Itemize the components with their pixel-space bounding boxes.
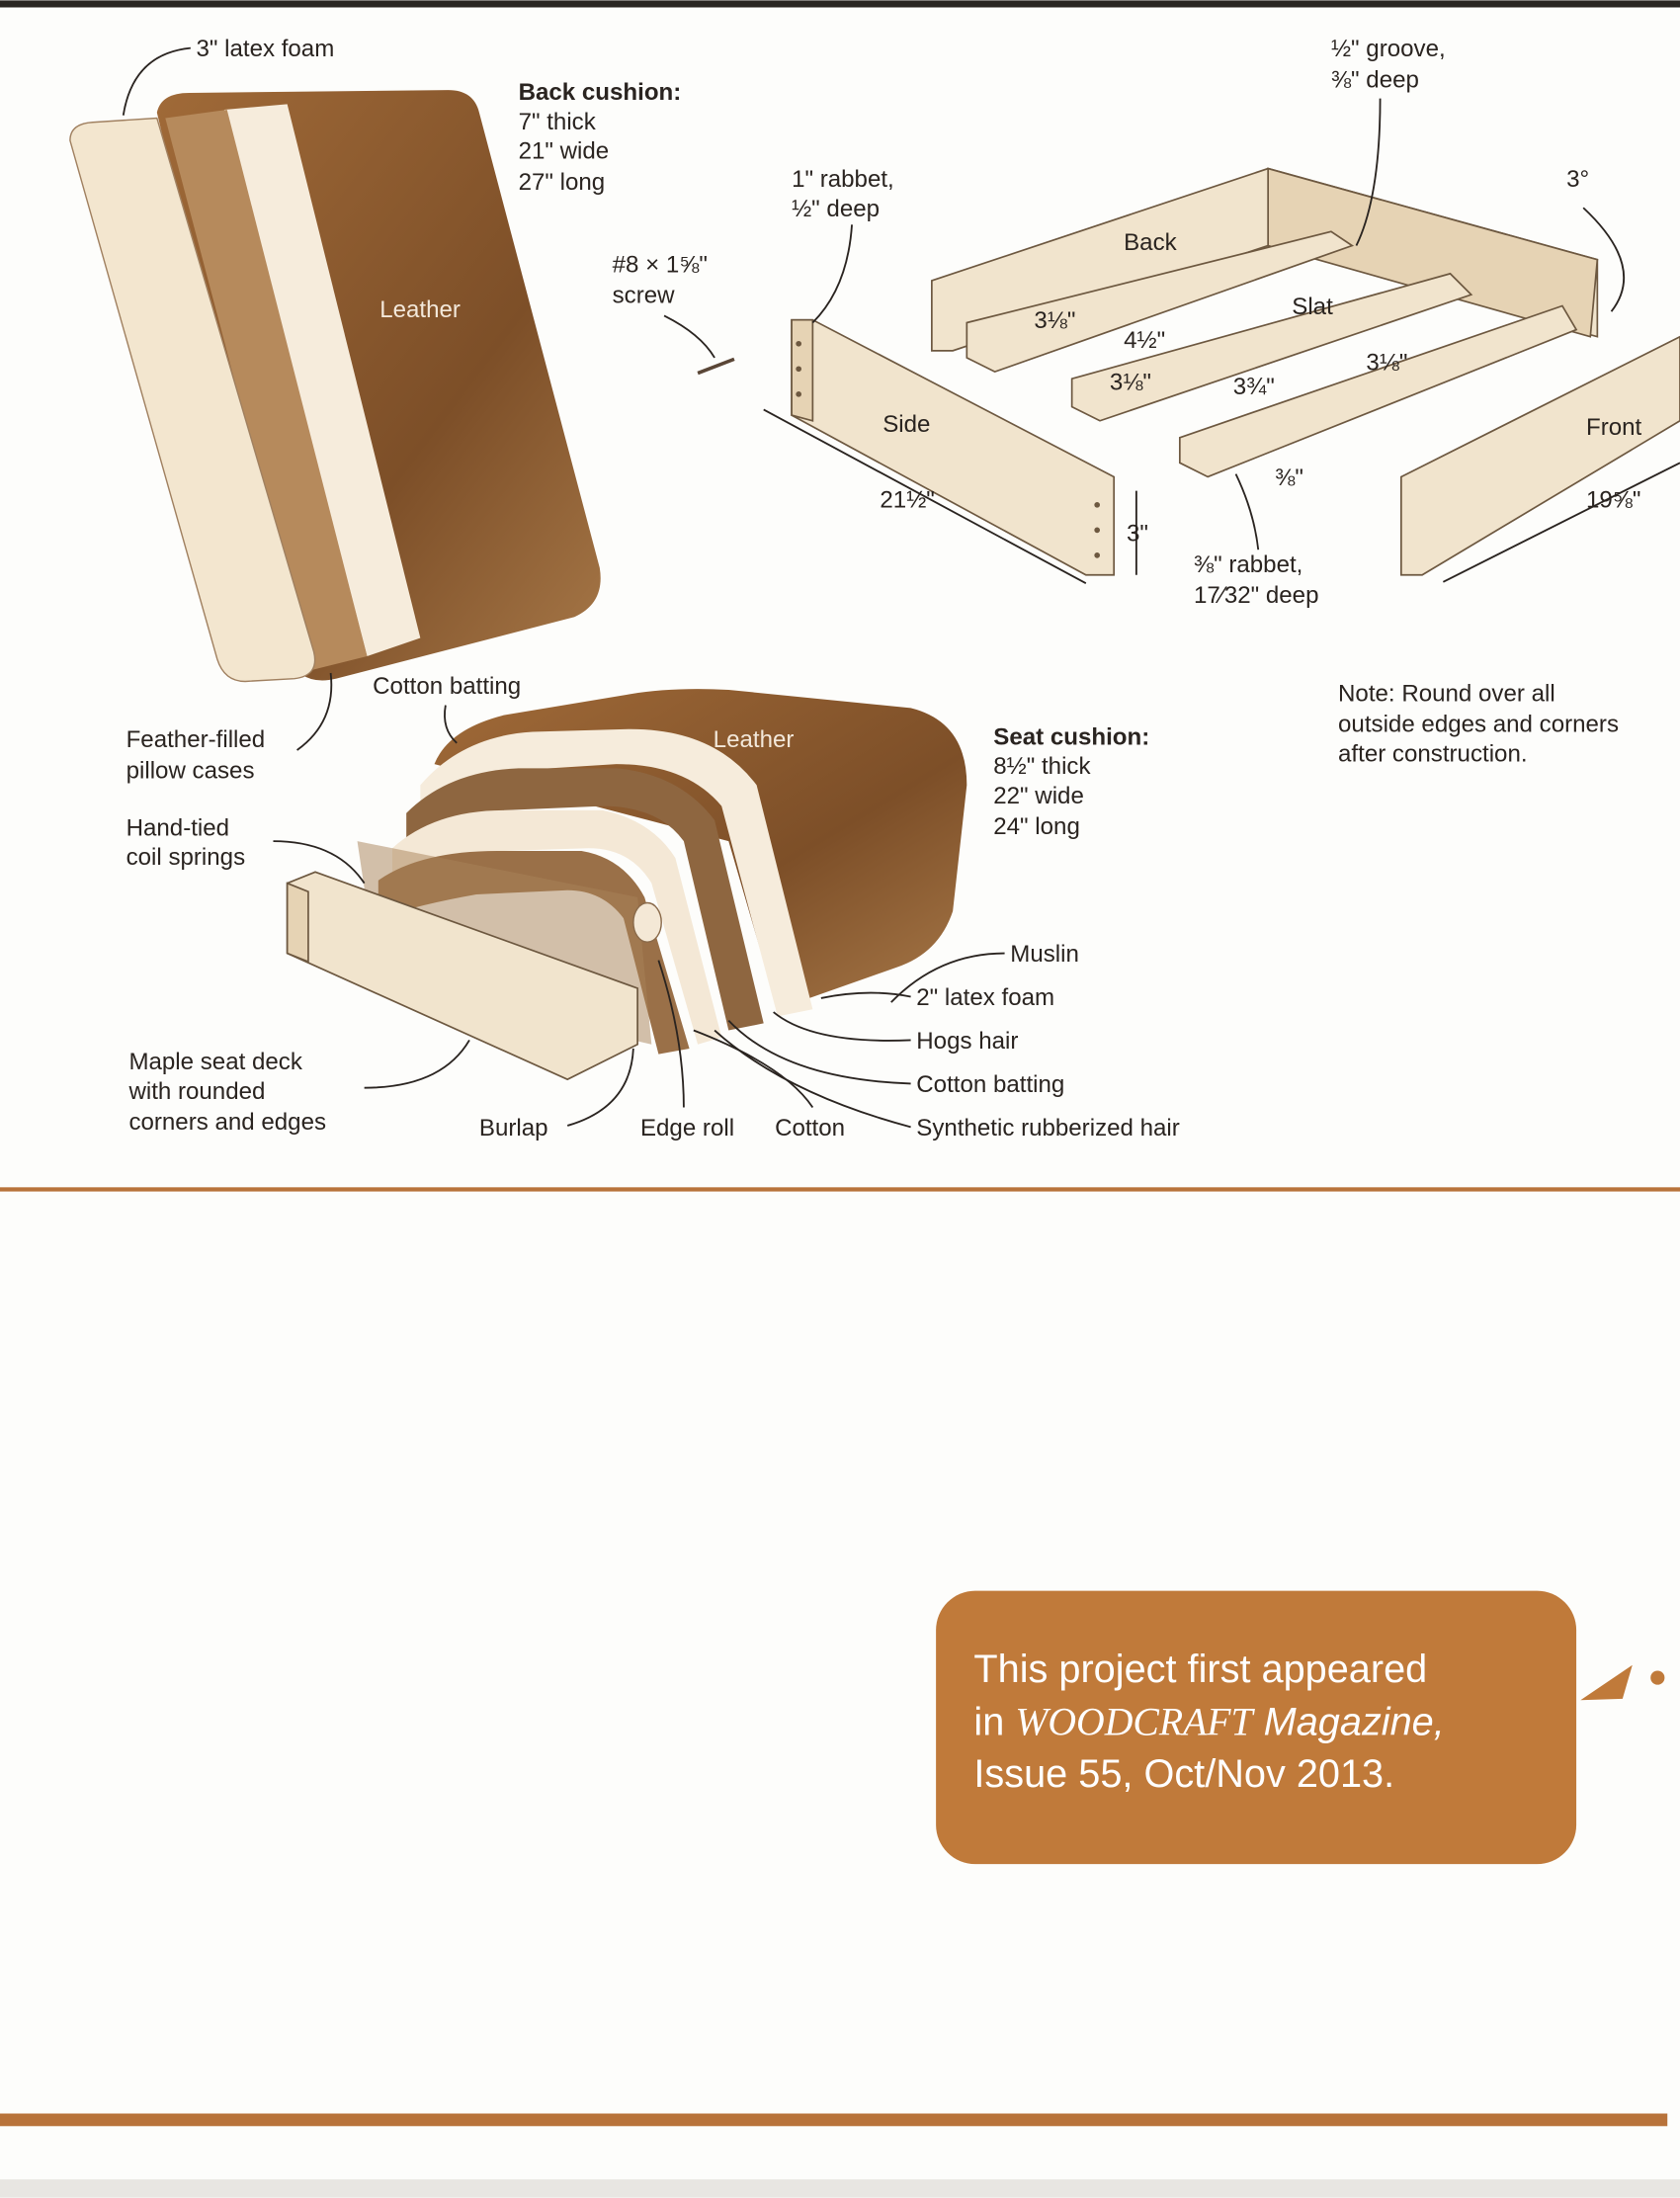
slat-rabbet-width: ⅜" (1275, 465, 1303, 491)
screw-icon (697, 357, 735, 376)
cotton-batting-top-label: Cotton batting (373, 673, 521, 700)
seat-cushion-title: Seat cushion: (993, 723, 1149, 750)
feather-label: pillow cases (126, 757, 255, 784)
slat-spacing: 3⅛" (1034, 307, 1075, 334)
back-cushion-spec: 27" long (519, 169, 606, 196)
bullet-dot-icon (1650, 1670, 1665, 1685)
back-cushion-spec: 7" thick (519, 109, 597, 135)
leader-arrow (714, 1029, 911, 1129)
leader-arrow (727, 1019, 911, 1085)
deck-label: corners and edges (128, 1109, 326, 1136)
back-cushion-spec: 21" wide (519, 138, 610, 165)
scan-top-edge (0, 0, 1680, 8)
callout-line: Issue 55, Oct/Nov 2013. (973, 1752, 1394, 1796)
layer-label: Hogs hair (916, 1028, 1018, 1055)
leader-arrow (773, 1011, 911, 1042)
springs-label: coil springs (126, 844, 246, 871)
slat-spacing: 3⅛" (1366, 350, 1407, 377)
leader-arrow (444, 705, 458, 744)
slat-spacing: 4½" (1124, 327, 1165, 354)
note-text: after construction. (1338, 740, 1528, 767)
leader-arrow (122, 46, 191, 116)
note-text: Note: Round over all (1338, 680, 1555, 707)
callout-text: Magazine, (1253, 1701, 1445, 1744)
seat-cushion-spec: 22" wide (993, 783, 1084, 809)
leader-arrow (1355, 98, 1382, 246)
back-leather-label: Leather (379, 296, 461, 323)
leader-arrow (820, 991, 911, 999)
back-board-label: Back (1124, 229, 1178, 256)
leader-arrow (693, 1029, 814, 1109)
leader-arrow (273, 840, 366, 885)
front-length-dim: 19⅝" (1586, 487, 1640, 514)
leader-arrow (364, 1039, 470, 1089)
seat-leather-label: Leather (714, 726, 795, 753)
layer-label: 2" latex foam (916, 984, 1054, 1011)
layer-label: Cotton (775, 1115, 845, 1141)
deck-label: Maple seat deck (128, 1049, 302, 1075)
callout-box (936, 1590, 1577, 1865)
seat-cushion-spec: 24" long (993, 813, 1080, 840)
scan-bottom-edge (0, 2179, 1680, 2198)
footer-bar (0, 2113, 1668, 2127)
callout-text: in (973, 1701, 1015, 1744)
layer-label: Burlap (479, 1115, 548, 1141)
front-board-label: Front (1586, 414, 1642, 441)
rabbet-label: 1" rabbet, (792, 166, 894, 193)
slat-label: Slat (1292, 294, 1333, 320)
back-cushion-illustration (69, 90, 601, 683)
side-length-dim: 21½" (880, 487, 934, 514)
leader-arrow (1582, 207, 1626, 312)
leader-arrow (296, 672, 333, 751)
magazine-brand: WOODCRAFT (1015, 1701, 1255, 1744)
slat-spacing: 3⅛" (1110, 370, 1151, 396)
rabbet-label: ½" deep (792, 196, 880, 222)
leader-arrow (657, 960, 685, 1108)
groove-label: ⅜" deep (1331, 66, 1419, 93)
seat-cushion-illustration (286, 689, 967, 1081)
feather-label: Feather-filled (126, 726, 266, 753)
leader-arrow (890, 952, 1005, 1003)
callout-pointer-icon (1580, 1664, 1633, 1701)
springs-label: Hand-tied (126, 814, 229, 841)
screw-label: #8 × 1⅝" (613, 251, 708, 278)
section-divider (0, 1187, 1680, 1192)
slat-spacing: 3¾" (1233, 374, 1275, 400)
layer-label: Muslin (1010, 941, 1079, 968)
side-board-label: Side (882, 411, 930, 438)
screw-label: screw (613, 283, 676, 309)
back-cushion-title: Back cushion: (519, 79, 682, 106)
slat-rabbet-label: ⅜" rabbet, (1194, 551, 1302, 578)
note-text: outside edges and corners (1338, 712, 1619, 738)
seat-cushion-spec: 8½" thick (993, 753, 1091, 780)
leader-arrow (1234, 473, 1260, 550)
layer-label: Synthetic rubberized hair (916, 1115, 1180, 1141)
back-foam-label: 3" latex foam (196, 36, 334, 62)
callout-line: This project first appeared (973, 1648, 1427, 1691)
height-dim: 3" (1127, 521, 1148, 548)
leader-arrow (566, 1048, 634, 1127)
slat-rabbet-label: 17⁄32" deep (1194, 582, 1318, 609)
frame-illustration (697, 167, 1680, 585)
callout-line: in WOODCRAFT Magazine, (973, 1701, 1444, 1744)
layer-label: Cotton batting (916, 1071, 1064, 1098)
angle-label: 3° (1566, 166, 1589, 193)
groove-label: ½" groove, (1331, 36, 1446, 62)
leader-arrow (663, 314, 715, 359)
layer-label: Edge roll (640, 1115, 734, 1141)
deck-label: with rounded (127, 1078, 265, 1105)
leader-arrow (811, 224, 853, 324)
